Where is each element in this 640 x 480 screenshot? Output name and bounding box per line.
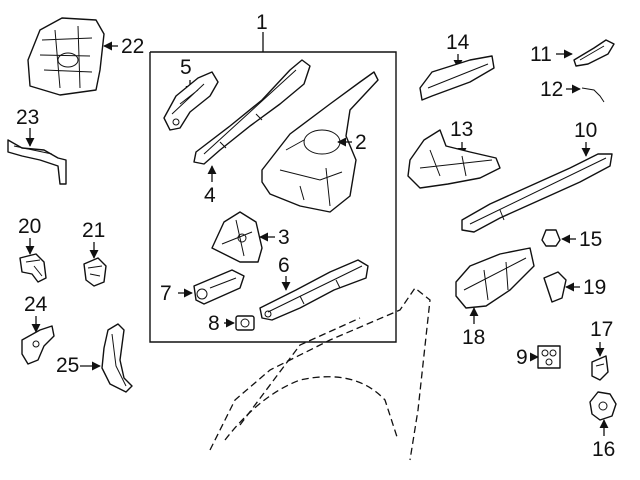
part-8-plate <box>235 315 255 331</box>
callout-8: 8 <box>208 312 220 335</box>
callout-25: 25 <box>56 354 79 377</box>
callout-5: 5 <box>180 56 192 79</box>
callout-12: 12 <box>540 78 563 101</box>
callout-7: 7 <box>160 282 172 305</box>
part-13-rail-extension <box>407 129 501 189</box>
callout-13: 13 <box>450 118 473 141</box>
part-17-clip <box>591 355 609 381</box>
part-18-side-member <box>455 247 535 309</box>
group-box-1 <box>149 32 397 343</box>
part-4-apron-rail <box>193 59 311 165</box>
part-7-frame-end <box>193 269 245 305</box>
callout-16: 16 <box>592 438 615 461</box>
part-5-reinforcement <box>163 71 219 131</box>
callout-23: 23 <box>16 106 39 129</box>
part-20-bracket <box>19 253 47 283</box>
callout-15: 15 <box>579 228 602 251</box>
part-16-mount <box>589 391 617 421</box>
callout-10: 10 <box>574 119 597 142</box>
part-12-clip <box>581 87 605 103</box>
part-24-bracket <box>21 325 55 365</box>
callout-19: 19 <box>583 276 606 299</box>
callout-4: 4 <box>204 184 216 207</box>
callout-6: 6 <box>278 254 290 277</box>
part-21-bracket <box>83 257 107 287</box>
callout-17: 17 <box>590 318 613 341</box>
part-3-support-plate <box>211 211 263 263</box>
part-25-bracket <box>101 323 133 393</box>
front-fender-outline <box>209 287 431 461</box>
callout-1: 1 <box>256 11 268 34</box>
callout-20: 20 <box>18 215 41 238</box>
callout-14: 14 <box>446 31 470 54</box>
part-14-bracket <box>419 55 495 101</box>
callout-21: 21 <box>82 219 105 242</box>
callout-22: 22 <box>121 35 144 58</box>
callout-9: 9 <box>516 346 528 369</box>
callout-3: 3 <box>278 226 290 249</box>
callout-18: 18 <box>462 326 485 349</box>
part-15-bumper-stop <box>541 229 561 247</box>
part-23-bracket <box>7 139 67 185</box>
part-19-bracket <box>543 271 567 303</box>
part-22-wheelhouse-panel <box>27 17 105 96</box>
part-6-frame-rail <box>259 259 369 321</box>
part-9-fastener-kit <box>537 345 561 369</box>
callout-11: 11 <box>530 43 552 66</box>
callout-2: 2 <box>355 131 367 154</box>
part-10-rocker-panel <box>461 153 613 233</box>
part-11-brace <box>573 39 615 67</box>
callout-24: 24 <box>24 293 48 316</box>
